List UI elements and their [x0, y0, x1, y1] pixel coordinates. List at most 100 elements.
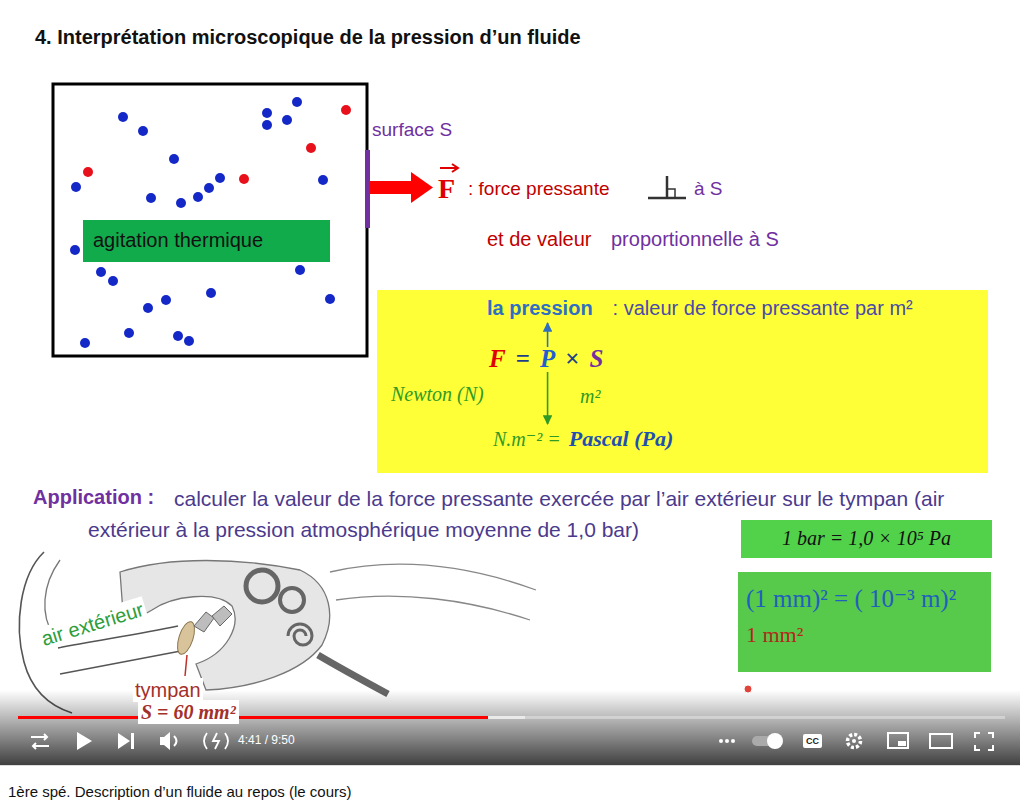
ear-canal-bottom — [60, 650, 186, 674]
ambient-icon — [204, 733, 228, 749]
unit-label: Pascal (Pa) — [569, 426, 673, 452]
volume-icon — [160, 732, 170, 750]
more-dot — [719, 739, 723, 743]
definition-term: la pression — [487, 296, 593, 320]
slide-title: 4. Interprétation microscopique de la pr… — [35, 25, 581, 49]
pointer-arrow — [547, 323, 549, 347]
text-row: N.m⁻² = Pascal (Pa) — [493, 426, 673, 452]
ossicle — [212, 606, 232, 626]
blue-molecule — [295, 265, 305, 275]
definition-text: : valeur de force pressante par m² — [613, 296, 913, 320]
blue-molecule — [193, 192, 203, 202]
progress-buffer — [18, 716, 525, 719]
time-display: 4:41 / 9:50 — [238, 733, 295, 747]
force-label: à S — [694, 178, 723, 201]
autoplay-knob — [767, 733, 783, 749]
blue-molecule — [169, 154, 179, 164]
text-row: la pression : valeur de force pressante p… — [487, 296, 913, 320]
red-molecule — [83, 167, 93, 177]
blue-molecule — [71, 182, 81, 192]
settings-hub — [852, 739, 856, 743]
eustachian-tube — [318, 655, 388, 694]
next-icon — [118, 733, 130, 749]
force-note: proportionnelle à S — [611, 227, 779, 251]
red-molecule — [341, 105, 351, 115]
ear-label: air extérieur — [36, 596, 148, 651]
blue-molecule — [96, 267, 106, 277]
force-arrow-shaft — [370, 181, 413, 194]
blue-molecule — [70, 245, 80, 255]
tympan-leader — [185, 655, 187, 676]
captions-button: CC — [803, 734, 822, 748]
volume-wave — [174, 736, 177, 746]
blue-molecule — [184, 336, 194, 346]
vector-arrow-head — [452, 164, 458, 172]
force-note: et de valeur — [487, 227, 592, 251]
more-dot — [731, 739, 735, 743]
blue-molecule — [143, 303, 153, 313]
blue-molecule — [292, 97, 302, 107]
formula-symbol: S — [589, 344, 603, 374]
blue-molecule — [206, 288, 216, 298]
force-symbol: F — [438, 172, 455, 206]
skull-line — [336, 596, 530, 620]
blue-molecule — [282, 115, 292, 125]
semicircular-canal — [280, 588, 304, 612]
molecule-dots — [70, 97, 351, 348]
ossicle — [194, 612, 214, 632]
conversion-text: 1 bar = 1,0 × 10⁵ Pa — [755, 526, 978, 550]
blue-molecule — [124, 328, 134, 338]
thermal-band: agitation thermique — [83, 220, 330, 262]
ear-label: tympan — [133, 678, 203, 702]
cochlea — [288, 624, 312, 645]
conversion-box: (1 mm)² = ( 10⁻³ m)² 1 mm² — [738, 572, 991, 672]
blue-molecule — [138, 126, 148, 136]
video-title: 1ère spé. Description d’un fluide au rep… — [8, 783, 352, 801]
loop-icon — [31, 734, 49, 749]
skull-line — [330, 564, 536, 590]
conversion-text: (1 mm)² = ( 10⁻³ m)² — [746, 584, 983, 614]
unit-label: N.m⁻² = — [493, 427, 561, 451]
unit-label: m² — [580, 384, 600, 408]
blue-molecule — [173, 331, 183, 341]
force-arrow-head — [411, 172, 433, 203]
more-dot — [725, 739, 729, 743]
formula-operator: = — [516, 344, 530, 374]
red-molecule — [306, 143, 316, 153]
conversion-text: 1 mm² — [746, 622, 983, 648]
temporal-bone — [120, 561, 330, 691]
formula-symbol: F — [489, 344, 506, 374]
pointer-arrow — [547, 372, 549, 424]
blue-molecule — [325, 294, 335, 304]
perp-square — [667, 189, 675, 198]
application-text: calculer la valeur de la force pressante… — [88, 483, 985, 545]
definition-box: la pression : valeur de force pressante p… — [377, 290, 988, 473]
application-heading: Application : — [33, 485, 154, 509]
formula-operator: × — [565, 344, 579, 374]
blue-molecule — [204, 183, 214, 193]
perpendicular-symbol — [648, 176, 686, 198]
conversion-box: 1 bar = 1,0 × 10⁵ Pa — [741, 520, 992, 558]
fullscreen-icon — [975, 733, 993, 750]
container-box — [53, 84, 367, 356]
unit-label: Newton (N) — [391, 382, 484, 406]
surface-bar — [365, 150, 370, 228]
text-row: F = P × S — [489, 344, 603, 374]
area-value: S = 60 mm² — [138, 700, 239, 724]
play-icon — [77, 732, 92, 750]
theater-icon — [930, 734, 952, 748]
blue-molecule — [215, 173, 225, 183]
frame-edge — [0, 765, 1020, 766]
blue-molecule — [118, 112, 128, 122]
blue-molecule — [262, 120, 272, 130]
blue-molecule — [108, 276, 118, 286]
surface-label: surface S — [372, 119, 452, 142]
blue-molecule — [161, 295, 171, 305]
next-icon-bar — [131, 733, 134, 749]
blue-molecule — [318, 175, 328, 185]
force-label: : force pressante — [468, 178, 610, 201]
formula-symbol: P — [540, 344, 555, 374]
red-molecule — [239, 174, 249, 184]
miniplayer-icon — [888, 733, 908, 748]
